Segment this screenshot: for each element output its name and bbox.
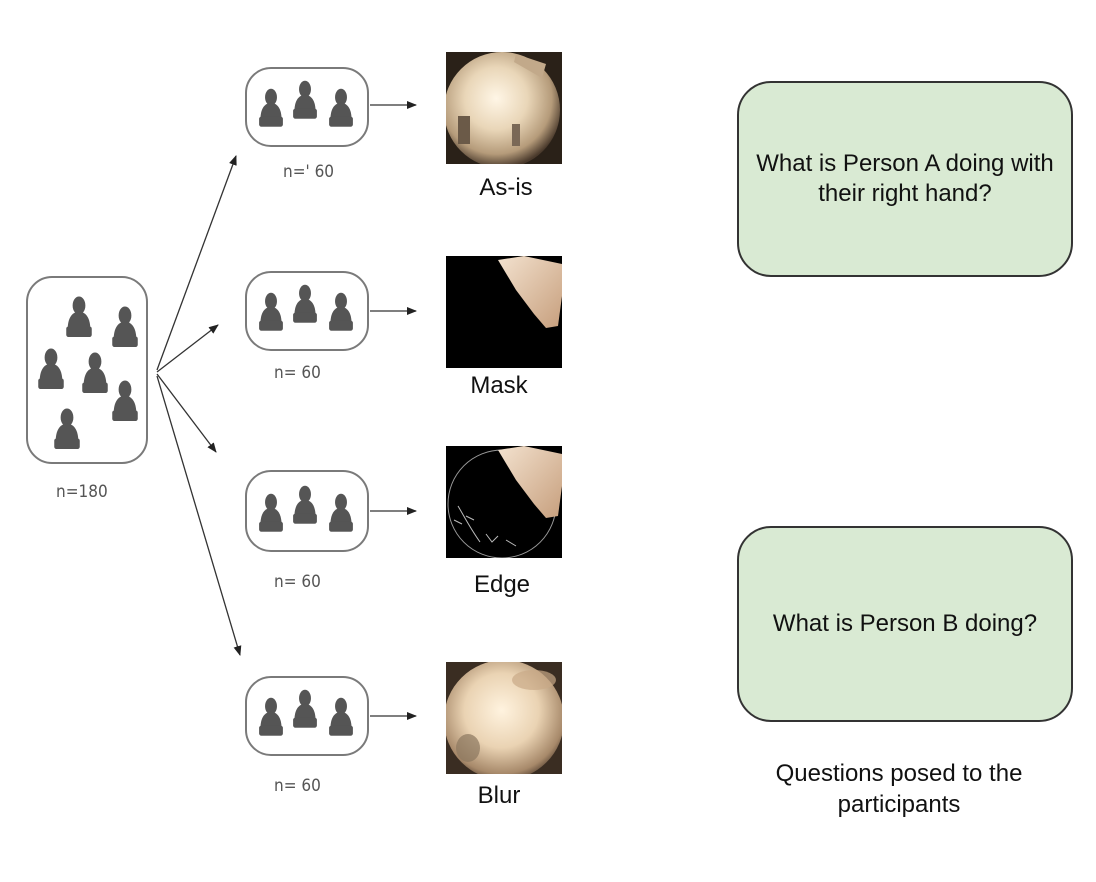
question-box-person-a: What is Person A doing with their right … bbox=[737, 81, 1073, 277]
arrow-to-blur-group bbox=[156, 375, 242, 656]
label-as-is: As-is bbox=[479, 174, 533, 201]
image-blur bbox=[446, 662, 562, 774]
label-blur: Blur bbox=[477, 782, 521, 809]
question-box-person-b: What is Person B doing? bbox=[737, 526, 1073, 722]
group-box-as-is bbox=[245, 67, 369, 147]
person-icon bbox=[257, 490, 285, 534]
arrow-to-mask-group bbox=[156, 324, 219, 373]
population-count: n=180 bbox=[56, 482, 108, 502]
question-text-person-b: What is Person B doing? bbox=[772, 610, 1038, 637]
group-box-edge bbox=[245, 470, 369, 552]
group-count-as-is: n=' 60 bbox=[283, 162, 335, 182]
person-icon bbox=[327, 289, 355, 333]
person-icon bbox=[327, 694, 355, 738]
person-icon bbox=[327, 490, 355, 534]
person-icon bbox=[64, 292, 94, 340]
person-icon bbox=[291, 482, 319, 526]
person-icon bbox=[80, 348, 110, 396]
person-icon bbox=[291, 281, 319, 325]
person-icon bbox=[110, 376, 140, 424]
image-as-is bbox=[446, 52, 562, 164]
group-count-blur: n= 60 bbox=[274, 776, 321, 796]
group-count-mask: n= 60 bbox=[274, 363, 321, 383]
image-mask bbox=[446, 256, 562, 368]
question-text-person-a: What is Person A doing with their right … bbox=[756, 150, 1054, 207]
arrow-to-edge-group bbox=[156, 373, 217, 453]
label-mask: Mask bbox=[470, 372, 528, 399]
questions-caption: Questions posed to the participants bbox=[775, 760, 1023, 819]
person-icon bbox=[110, 302, 140, 350]
arrow-to-as-is-group bbox=[156, 155, 237, 371]
person-icon bbox=[36, 344, 66, 392]
label-edge: Edge bbox=[473, 571, 531, 598]
image-edge bbox=[446, 446, 562, 558]
person-icon bbox=[257, 85, 285, 129]
person-icon bbox=[52, 404, 82, 452]
group-count-edge: n= 60 bbox=[274, 572, 321, 592]
person-icon bbox=[291, 686, 319, 730]
person-icon bbox=[257, 289, 285, 333]
group-box-mask bbox=[245, 271, 369, 351]
person-icon bbox=[291, 77, 319, 121]
person-icon bbox=[257, 694, 285, 738]
group-box-blur bbox=[245, 676, 369, 756]
person-icon bbox=[327, 85, 355, 129]
population-box bbox=[26, 276, 148, 464]
